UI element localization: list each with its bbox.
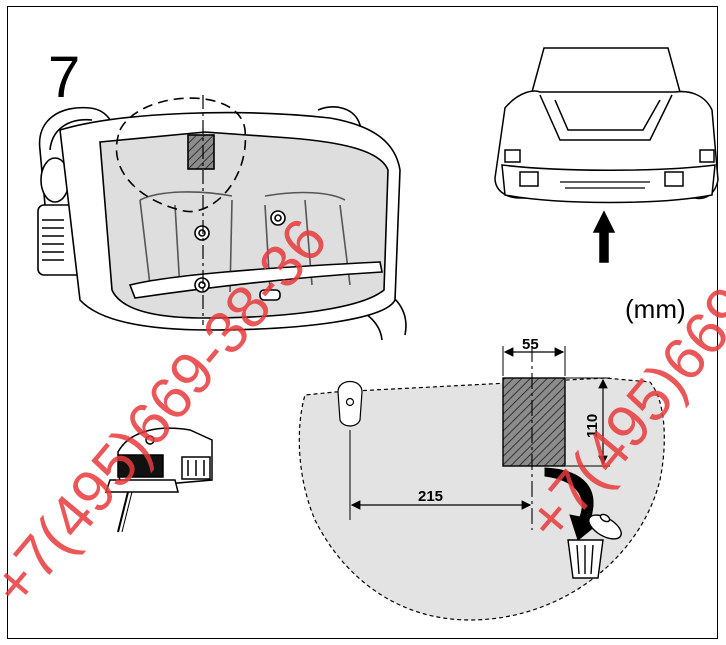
view-direction-arrow xyxy=(592,210,616,263)
cut-rectangle xyxy=(502,377,566,467)
fastener xyxy=(270,210,286,226)
dim-label-height: 110 xyxy=(584,414,601,438)
units-label: (mm) xyxy=(625,294,686,324)
cross-bar xyxy=(128,261,383,299)
dim-label-offset: 215 xyxy=(418,488,443,505)
cut-area-marker xyxy=(187,134,215,170)
fastener xyxy=(194,277,210,293)
rear-bumper xyxy=(501,164,716,204)
mounting-tab xyxy=(337,380,363,427)
fastener xyxy=(194,225,210,241)
dim-label-width: 55 xyxy=(522,336,539,353)
underbody-illustration xyxy=(37,95,407,341)
detail-circle xyxy=(115,97,247,213)
step-number: 7 xyxy=(48,45,80,110)
car-rear-illustration xyxy=(494,47,719,263)
detail-panel: 55 110 215 xyxy=(298,336,665,621)
trash-can-icon xyxy=(567,513,622,579)
trunk-lid xyxy=(531,47,681,93)
jigsaw-tool-illustration xyxy=(104,427,213,533)
